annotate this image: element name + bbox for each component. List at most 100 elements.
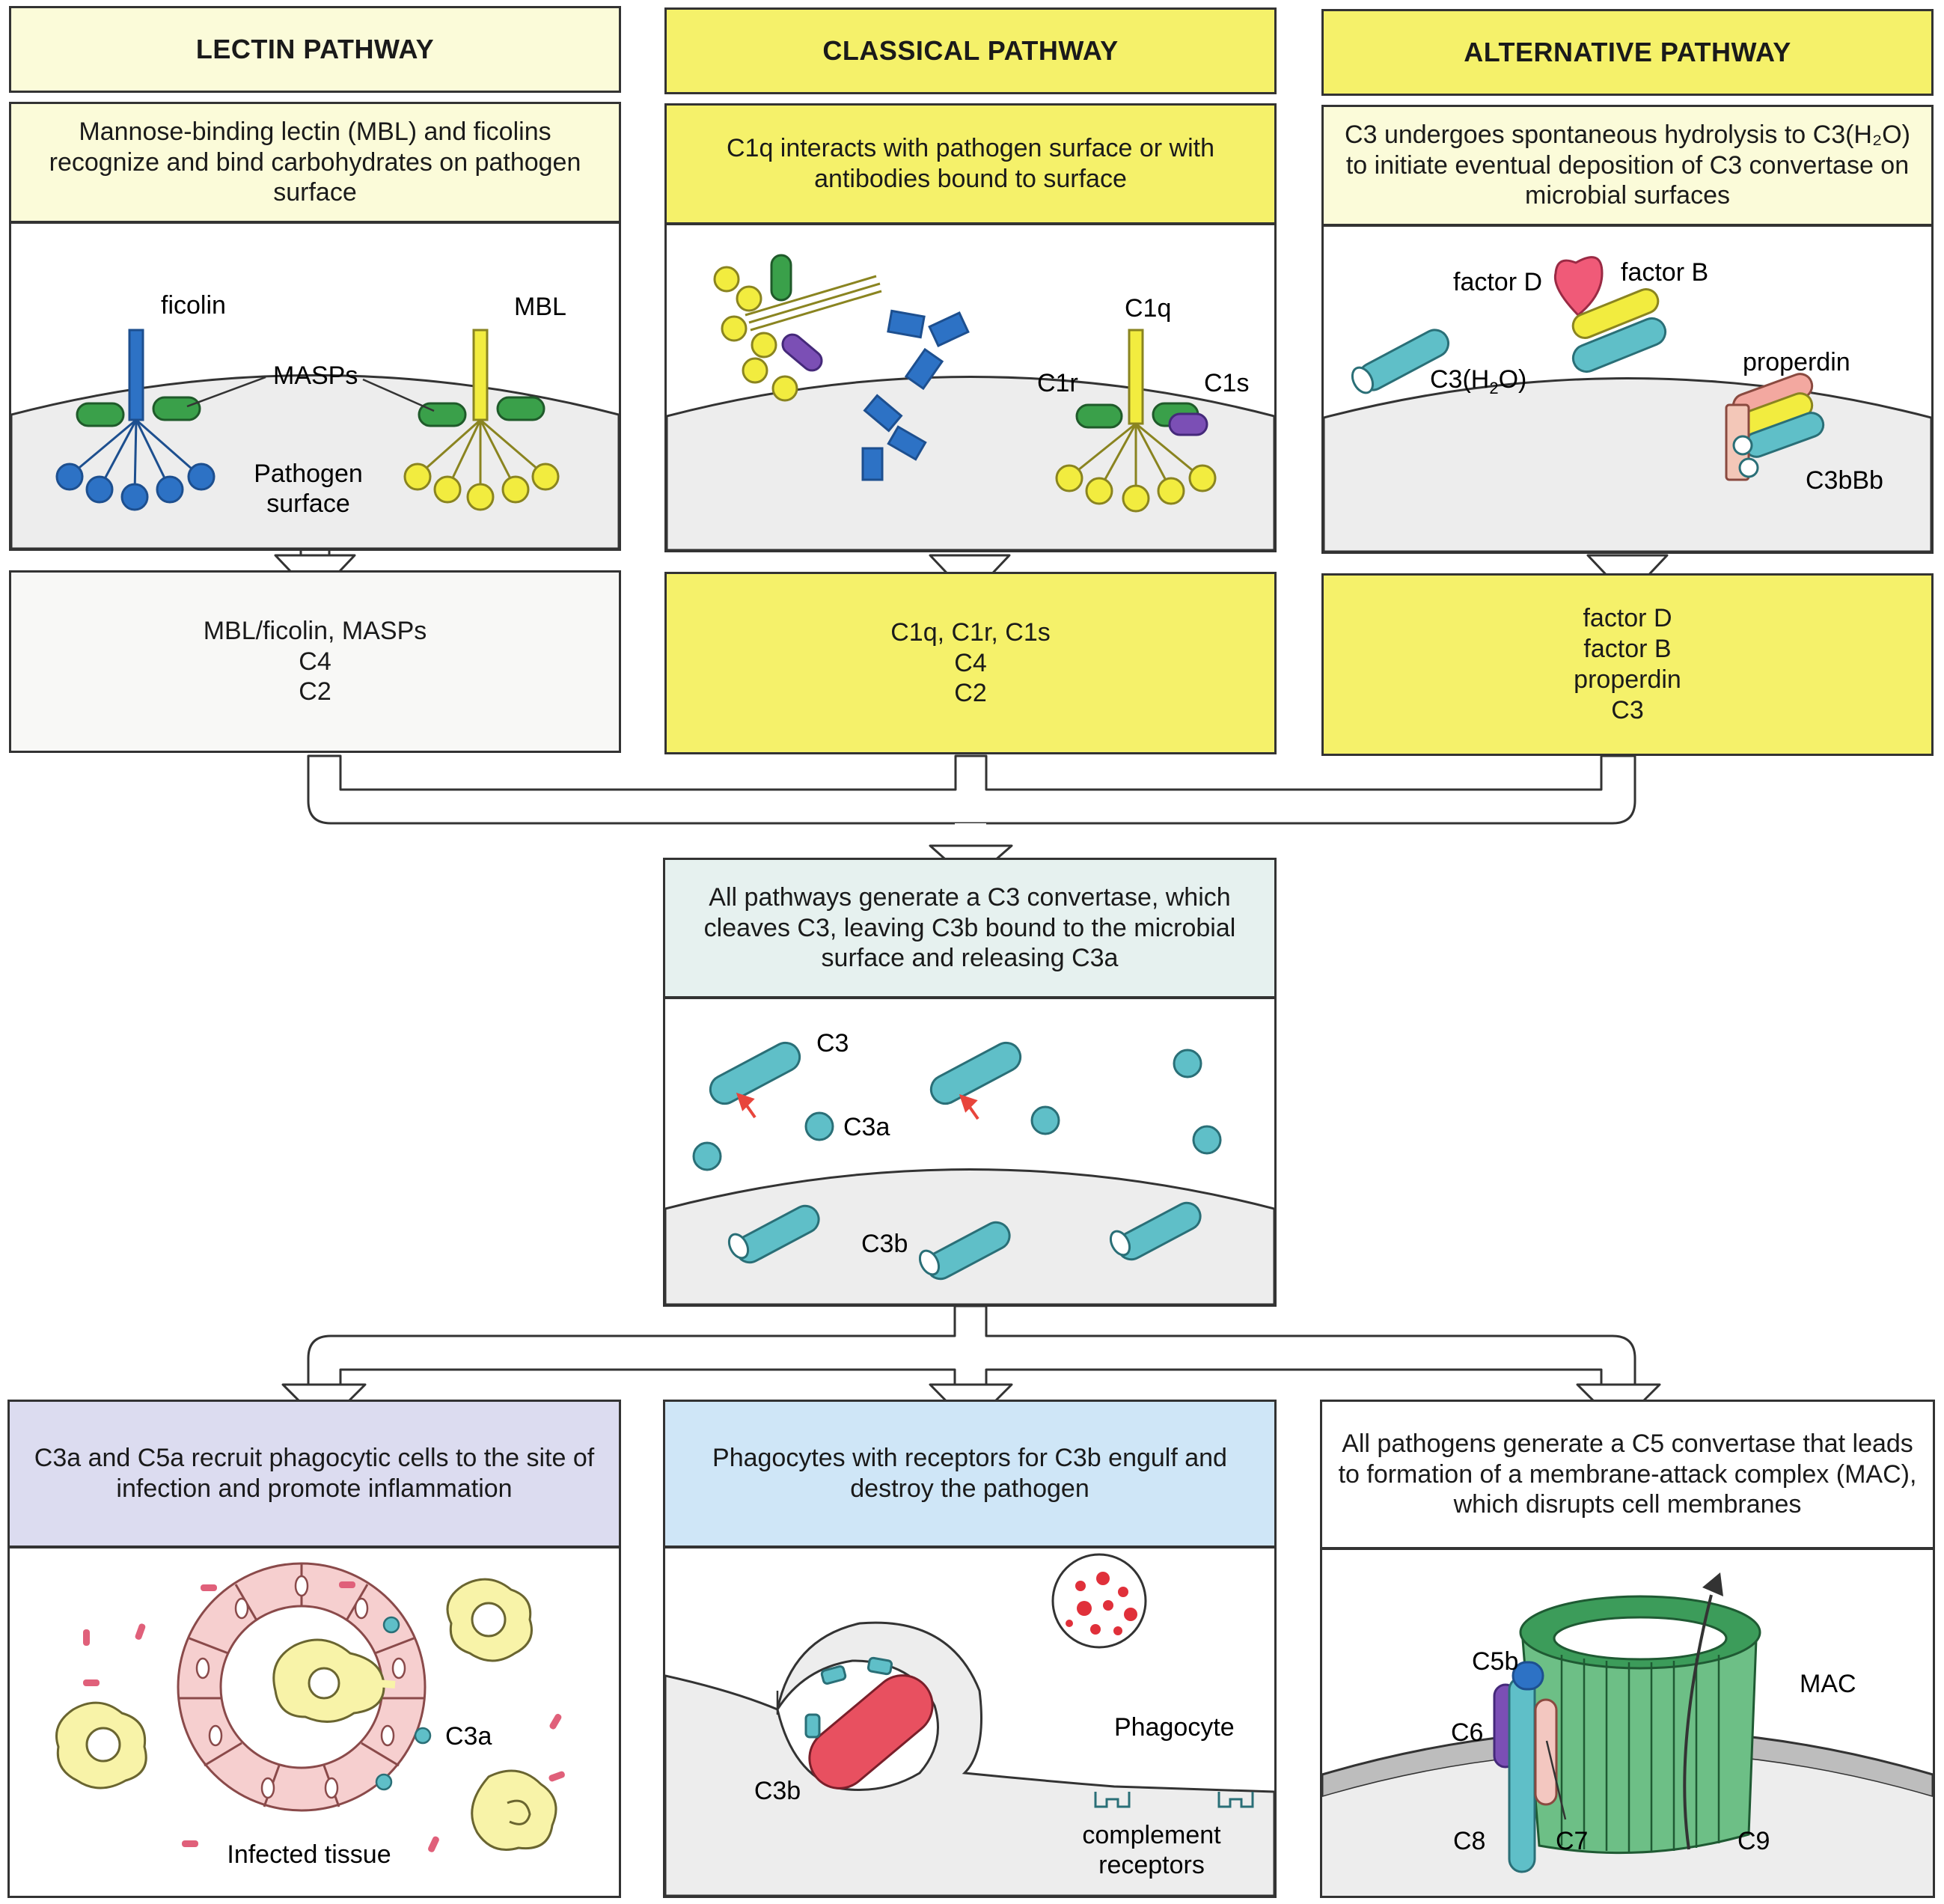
classical-description-text: C1q interacts with pathogen surface or w…	[726, 134, 1214, 193]
c3b-bound-icon	[727, 1201, 1202, 1281]
c6-label: C6	[1451, 1718, 1483, 1747]
free-c1q-icon	[713, 254, 882, 402]
c3b-label: C3b	[754, 1777, 801, 1805]
c3h2o-icon	[1351, 329, 1449, 394]
pathogen-surface	[1324, 377, 1931, 552]
lectin-title: LECTIN PATHWAY	[9, 6, 621, 93]
alternative-title: ALTERNATIVE PATHWAY	[1321, 9, 1934, 96]
c3-molecule-icon	[709, 1041, 1022, 1105]
bound-antibody-icon	[861, 394, 927, 481]
granule-vesicle-icon	[1051, 1553, 1147, 1649]
convertase-illustration: C3 C3a C3b	[663, 997, 1277, 1307]
pathogen-label-line1: Pathogen	[254, 460, 363, 488]
mbl-masps-icon	[418, 396, 545, 427]
c5b-label: C5b	[1472, 1647, 1518, 1676]
convertase-description: All pathways generate a C3 convertase, w…	[663, 858, 1277, 998]
mac-label: MAC	[1800, 1670, 1856, 1698]
lectin-description-text: Mannose-binding lectin (MBL) and ficolin…	[49, 117, 581, 207]
c3b-label: C3b	[861, 1230, 908, 1258]
c3bbb-properdin-icon	[1725, 373, 1825, 481]
complement-receptors-label-line2: receptors	[1098, 1851, 1205, 1879]
classical-component: C2	[954, 679, 987, 708]
alternative-components: factor D factor B properdin C3	[1321, 573, 1934, 756]
classical-title: CLASSICAL PATHWAY	[664, 7, 1277, 94]
classical-illustration: C1q C1r C1s	[664, 223, 1277, 552]
phagocyte-cell-icon	[55, 1578, 557, 1851]
mac-illustration: C5b C6 C8 C7 C9 MAC	[1320, 1548, 1935, 1898]
c3h2o-label-suffix: O)	[1499, 365, 1527, 394]
c3h2o-label-prefix: C3(H	[1430, 365, 1489, 394]
c9-label: C9	[1737, 1827, 1770, 1855]
c3a-label: C3a	[445, 1722, 492, 1751]
infected-tissue-label: Infected tissue	[227, 1840, 391, 1869]
c3-label: C3	[816, 1029, 849, 1058]
pathogen-label-line2: surface	[266, 489, 350, 518]
c3a-particle-icon	[375, 1616, 432, 1791]
phagocytosis-illustration: Phagocyte C3b complement receptors	[663, 1546, 1277, 1898]
ficolin-masps-icon	[76, 396, 201, 427]
lectin-component: MBL/ficolin, MASPs	[203, 616, 427, 645]
alternative-description-text: C3 undergoes spontaneous hydrolysis to C…	[1345, 120, 1910, 210]
c7-label: C7	[1556, 1827, 1588, 1855]
alternative-component: properdin	[1574, 665, 1681, 694]
complement-receptors-label-line1: complement	[1082, 1821, 1221, 1849]
phagocytosis-description: Phagocytes with receptors for C3b engulf…	[663, 1400, 1277, 1548]
lectin-components: MBL/ficolin, MASPs C4 C2	[9, 570, 621, 753]
lectin-description: Mannose-binding lectin (MBL) and ficolin…	[9, 102, 621, 223]
alternative-description: C3 undergoes spontaneous hydrolysis to C…	[1321, 105, 1934, 226]
convertase-description-text: All pathways generate a C3 convertase, w…	[703, 882, 1236, 973]
c1q-label: C1q	[1125, 294, 1171, 323]
pathogen-icon	[808, 1674, 934, 1789]
merge-stem	[955, 823, 986, 847]
alternative-component: C3	[1611, 695, 1644, 724]
ion-flux-arrow-icon	[1683, 1594, 1713, 1850]
lectin-component: C2	[299, 677, 331, 707]
c3h2o-label-subscript: 2	[1489, 379, 1498, 397]
factor-d-icon	[1553, 256, 1604, 317]
properdin-label: properdin	[1743, 348, 1850, 376]
bound-c1-icon	[1055, 329, 1217, 513]
classical-components: C1q, C1r, C1s C4 C2	[664, 572, 1277, 754]
classical-component: C1q, C1r, C1s	[890, 617, 1051, 647]
pathogen-surface	[667, 376, 1274, 550]
classical-description: C1q interacts with pathogen surface or w…	[664, 103, 1277, 225]
mac-description-text: All pathogens generate a C5 convertase t…	[1338, 1429, 1917, 1519]
phagocyte-label: Phagocyte	[1114, 1713, 1235, 1742]
classical-component: C4	[954, 648, 987, 677]
merge-band	[307, 754, 1636, 825]
c8-icon	[1508, 1676, 1536, 1873]
arrowhead-icon	[1702, 1572, 1723, 1596]
c1s-label: C1s	[1204, 369, 1249, 397]
inflammation-description-text: C3a and C5a recruit phagocytic cells to …	[34, 1444, 595, 1503]
lectin-illustration: ficolin MBL MASPs Pathogen surface	[9, 222, 621, 551]
mbl-label: MBL	[514, 293, 566, 321]
factor-b-icon	[1571, 288, 1667, 373]
ficolin-label: ficolin	[161, 291, 226, 320]
mbl-icon	[403, 329, 560, 511]
ficolin-icon	[55, 329, 216, 511]
alternative-illustration: factor D factor B C3(H2O) properdin C3bB…	[1321, 225, 1934, 554]
c3a-fragment-icon	[692, 1049, 1222, 1171]
mac-description: All pathogens generate a C5 convertase t…	[1320, 1400, 1935, 1549]
alternative-component: factor D	[1583, 604, 1672, 633]
c7-icon	[1534, 1698, 1558, 1806]
c5b-icon	[1512, 1661, 1544, 1691]
inflammation-description: C3a and C5a recruit phagocytic cells to …	[7, 1400, 621, 1548]
c3bbb-label: C3bBb	[1806, 466, 1883, 495]
cleavage-arrow-icon	[736, 1092, 979, 1120]
phagocytosis-description-text: Phagocytes with receptors for C3b engulf…	[712, 1444, 1227, 1503]
mediator-particle-icon	[83, 1581, 565, 1852]
free-antibody-icon	[887, 309, 970, 391]
c8-label: C8	[1453, 1827, 1485, 1855]
split-band	[307, 1305, 1636, 1386]
c3a-label: C3a	[843, 1113, 890, 1141]
factor-b-label: factor B	[1621, 258, 1708, 287]
c3b-receptor-icon	[804, 1656, 1254, 1808]
masps-label: MASPs	[273, 361, 358, 390]
alternative-component: factor B	[1583, 635, 1672, 664]
lectin-component: C4	[299, 647, 331, 676]
inflammation-illustration: C3a Infected tissue	[7, 1546, 621, 1898]
factor-d-label: factor D	[1453, 268, 1542, 296]
c3h2o-label: C3(H2O)	[1430, 365, 1526, 397]
c1r-label: C1r	[1037, 369, 1078, 397]
